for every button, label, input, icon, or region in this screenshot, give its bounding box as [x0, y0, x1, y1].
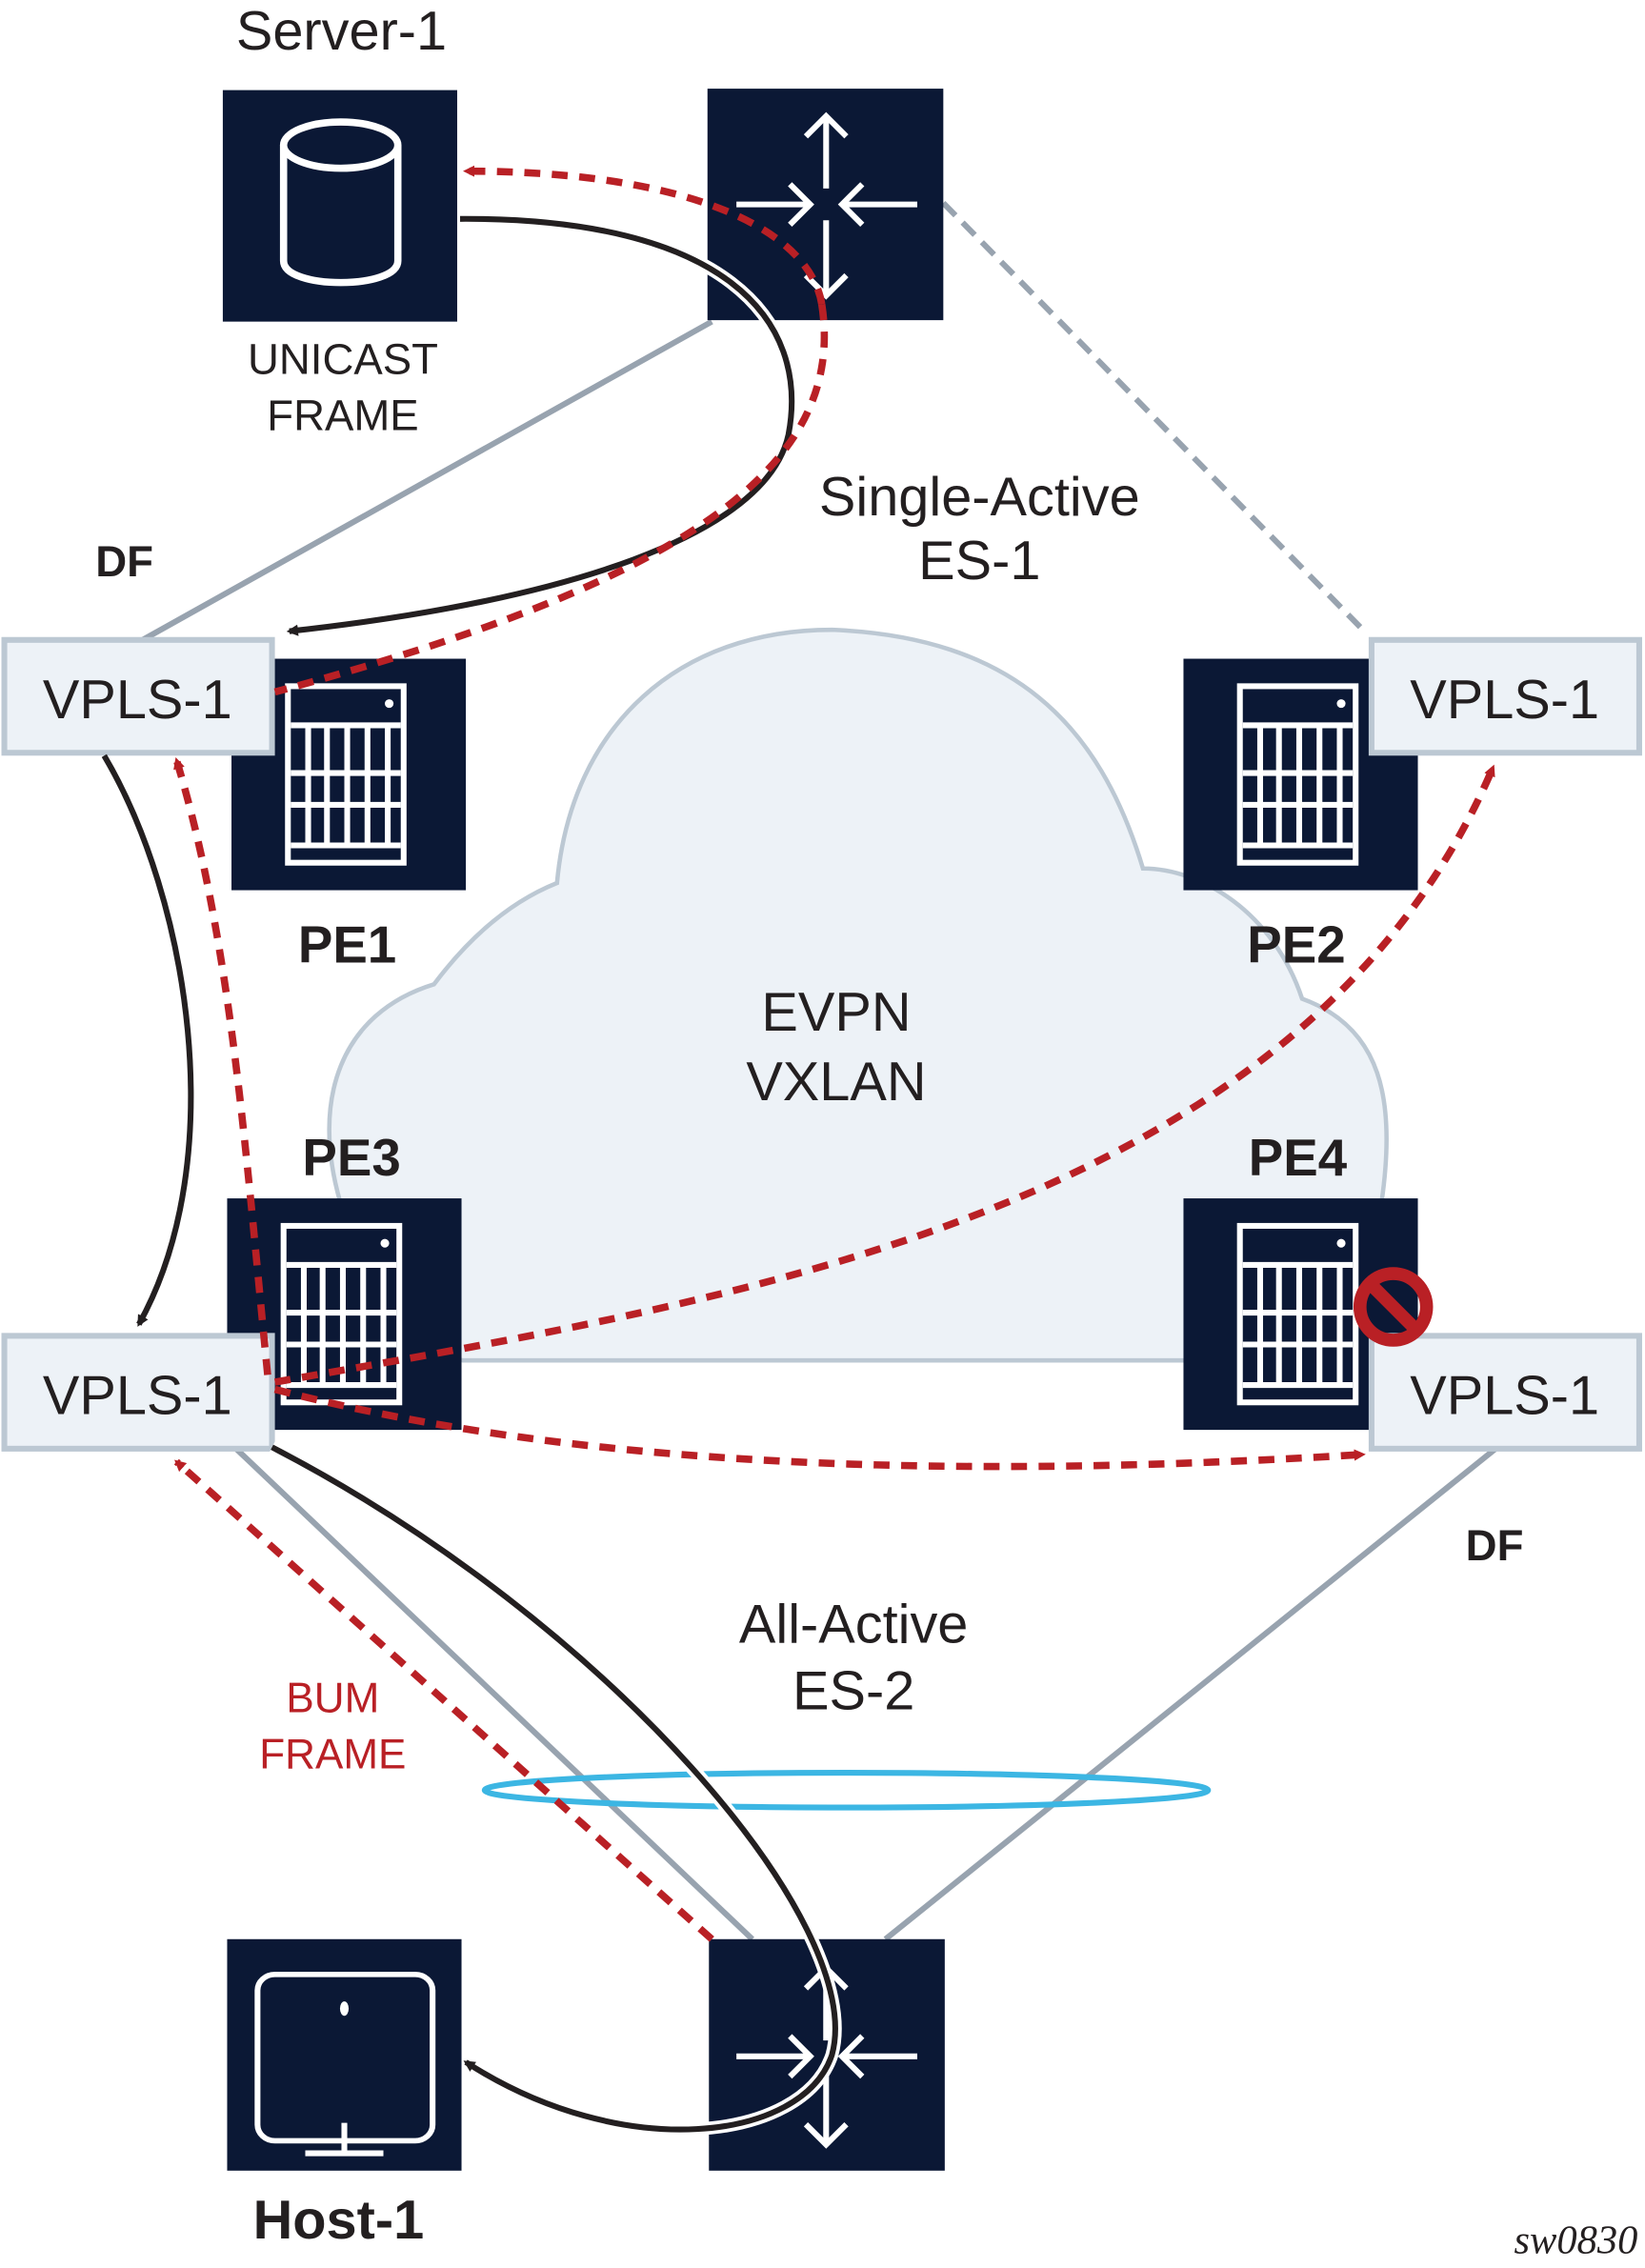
figure-id: sw0830	[1514, 2218, 1637, 2262]
bum-switch-to-server	[463, 165, 826, 306]
link-switch-bottom-pe4	[883, 1444, 1499, 1942]
link-switch-bottom-pe3	[229, 1442, 754, 1941]
server-1-label: Server-1	[236, 1, 447, 62]
link-switch-top-pe1	[135, 318, 713, 646]
pe4-df-label: DF	[1466, 1521, 1524, 1570]
blocked-icon	[1353, 1267, 1434, 1347]
pe3-vpls-box[interactable]	[1, 1333, 275, 1452]
bum-pe3-to-pe1	[172, 756, 271, 1375]
physical-links	[135, 200, 1499, 1942]
unicast-flow	[101, 211, 842, 2137]
es1-line-1: Single-Active	[819, 467, 1140, 528]
bum-pe3-to-pe4	[273, 1385, 1366, 1471]
pe4-node[interactable]	[1183, 1198, 1418, 1431]
pe3-label: PE3	[302, 1128, 400, 1187]
es1-line-2: ES-1	[918, 531, 1040, 592]
lag-ring-es2	[481, 1770, 1212, 1811]
power-led	[339, 2001, 350, 2017]
bum-switch-to-pe1	[273, 303, 829, 696]
server-1-node[interactable]	[222, 90, 457, 322]
chassis-icon	[1236, 683, 1359, 866]
database-icon	[279, 118, 402, 287]
chassis-icon	[1236, 1222, 1359, 1406]
link-switch-top-pe2	[941, 200, 1370, 636]
unicast-pe1-to-pe3	[101, 753, 194, 1327]
bum-label-1: BUM	[286, 1675, 379, 1721]
pe3-vpls-label: VPLS-1	[43, 1365, 232, 1426]
frame-label: FRAME	[267, 391, 418, 440]
pe1-df-label: DF	[95, 537, 153, 586]
pe1-vpls-label: VPLS-1	[43, 670, 232, 731]
host-1-node[interactable]	[227, 1938, 462, 2171]
bum-flow	[172, 165, 1497, 1942]
es2-line-1: All-Active	[739, 1594, 968, 1655]
pe1-label: PE1	[298, 915, 396, 974]
bum-label-2: FRAME	[259, 1732, 406, 1778]
monitor-icon	[254, 1971, 436, 2157]
pe2-label: PE2	[1247, 915, 1345, 974]
cloud-line-1: EVPN	[761, 982, 911, 1043]
unicast-label: UNICAST	[248, 334, 438, 383]
pe1-vpls-box[interactable]	[1, 636, 275, 756]
cloud-line-2: VXLAN	[746, 1052, 926, 1113]
pe4-label: PE4	[1249, 1128, 1348, 1187]
es2-line-2: ES-2	[792, 1660, 914, 1721]
switch-arrows-icon	[736, 1963, 917, 2149]
host-1-label: Host-1	[253, 2190, 425, 2251]
switch-arrows-icon	[736, 111, 917, 300]
bum-pe3-to-pe2	[273, 764, 1497, 1386]
chassis-icon	[285, 683, 407, 866]
bum-bottom-to-pe3	[173, 1458, 714, 1942]
switch-top-node[interactable]	[707, 89, 944, 321]
pe4-vpls-label: VPLS-1	[1410, 1365, 1599, 1426]
pe4-vpls-box[interactable]	[1368, 1333, 1642, 1452]
pe2-vpls-label: VPLS-1	[1410, 670, 1599, 731]
pe2-vpls-box[interactable]	[1368, 636, 1642, 756]
